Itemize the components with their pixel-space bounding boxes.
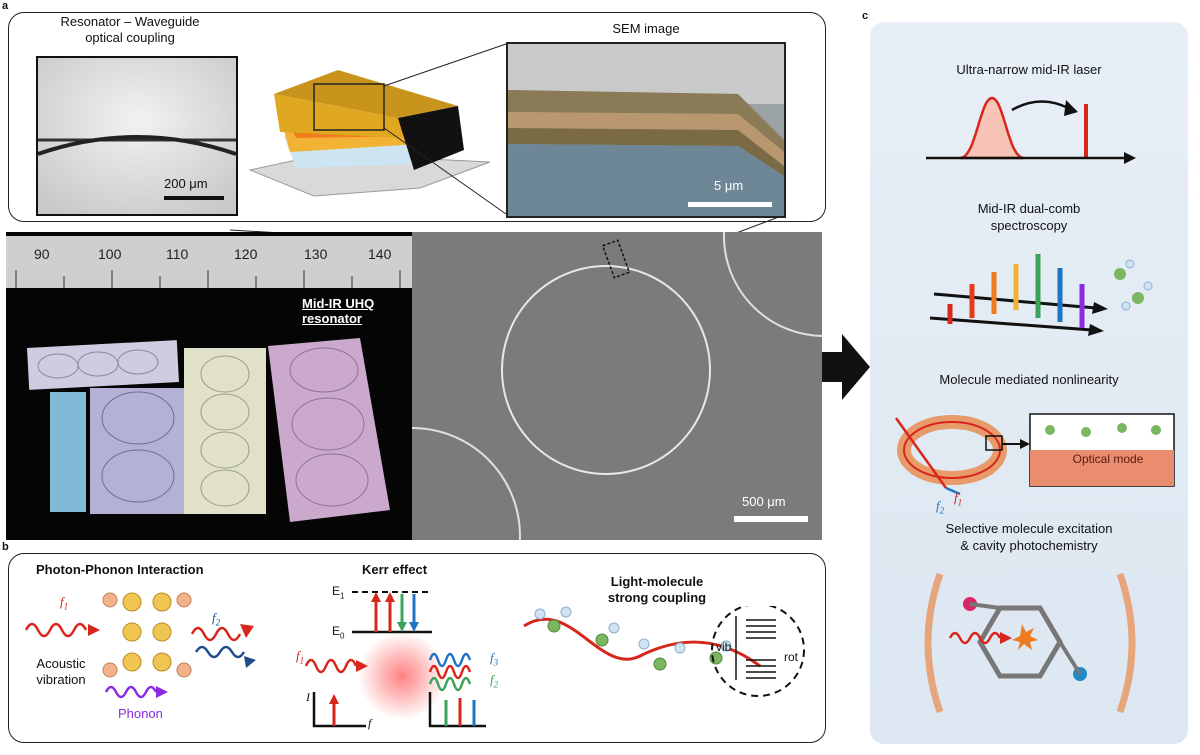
vib-label: vib — [716, 640, 732, 654]
panel-label-c: c — [862, 10, 869, 22]
micro-rings-graphic — [412, 232, 822, 540]
ruler-tick-120: 120 — [234, 246, 258, 262]
kerr-f2-label: f2 — [490, 672, 499, 690]
ruler-tick-130: 130 — [304, 246, 328, 262]
nonlin-f2-label: f2 — [936, 498, 945, 516]
coupling-scale-bar — [164, 196, 224, 200]
sem-scale-label: 5 μm — [714, 178, 744, 193]
kerr-e0-label: E0 — [332, 624, 345, 641]
kerr-graphic — [304, 591, 486, 728]
pp-f2-label: f2 — [212, 610, 221, 628]
optical-mode-label: Optical mode — [1072, 452, 1144, 466]
device-schematic — [248, 70, 491, 197]
ruler-tick-100: 100 — [98, 246, 122, 262]
nonlinearity-title: Molecule mediated nonlinearity — [939, 372, 1119, 387]
kerr-axis-f: f — [368, 716, 372, 730]
dual-comb-title: Mid-IR dual-comb spectroscopy — [977, 201, 1081, 233]
molecule-excitation-graphic — [924, 572, 1136, 714]
chips-graphic — [27, 338, 390, 522]
kerr-title: Kerr effect — [362, 562, 428, 577]
coupling-scale-label: 200 μm — [164, 176, 208, 191]
arrow-to-applications-icon — [822, 334, 870, 400]
micro-scale-bar — [734, 516, 808, 522]
kerr-axis-i: I — [306, 690, 310, 704]
rot-label: rot — [784, 650, 799, 664]
laser-title: Ultra-narrow mid-IR laser — [956, 62, 1102, 77]
panel-c-applications — [870, 22, 1188, 744]
panel-label-b: b — [2, 541, 9, 553]
sem-image: 5 μm — [506, 42, 786, 218]
coupling-waveguide-graphic — [38, 58, 236, 214]
ruler-tick-140: 140 — [368, 246, 392, 262]
light-molecule-graphic — [523, 606, 805, 697]
coupling-micrograph: 200 μm — [36, 56, 238, 216]
kerr-f3-label: f3 — [490, 650, 499, 668]
ruler-tick-90: 90 — [34, 246, 50, 262]
sem-title: SEM image — [612, 21, 680, 36]
photon-phonon-graphic — [24, 592, 256, 699]
phonon-label: Phonon — [118, 706, 163, 721]
nonlinearity-graphic — [894, 413, 1175, 496]
acoustic-vibration-label: Acoustic vibration — [36, 656, 86, 687]
narrow-laser-graphic — [926, 96, 1136, 164]
nonlin-f1-label: f1 — [954, 490, 963, 508]
excitation-title: Selective molecule excitation & cavity p… — [945, 521, 1113, 553]
ruler: 90 100 110 120 130 140 — [6, 236, 412, 288]
resonator-label: Mid-IR UHQ resonator — [302, 296, 375, 326]
panel-label-a: a — [2, 0, 9, 12]
photon-phonon-title: Photon-Phonon Interaction — [36, 562, 204, 577]
resonator-micrograph: 500 μm — [412, 232, 822, 540]
sem-cross-section — [508, 44, 784, 216]
pp-f1-label: f1 — [60, 594, 69, 612]
micro-scale-label: 500 μm — [742, 494, 786, 509]
light-molecule-title: Light-molecule strong coupling — [607, 574, 707, 605]
ruler-tick-110: 110 — [166, 246, 189, 262]
sem-scale-bar — [688, 202, 772, 207]
kerr-e1-label: E1 — [332, 584, 345, 601]
dual-comb-graphic — [929, 254, 1153, 336]
coupling-title: Resonator – Waveguide optical coupling — [60, 14, 200, 45]
resonator-chip-photo: 90 100 110 120 130 140 Mid-IR UHQ resona… — [6, 232, 412, 540]
ruler-ticks-graphic — [15, 270, 401, 288]
kerr-f1-label: f1 — [296, 648, 305, 666]
